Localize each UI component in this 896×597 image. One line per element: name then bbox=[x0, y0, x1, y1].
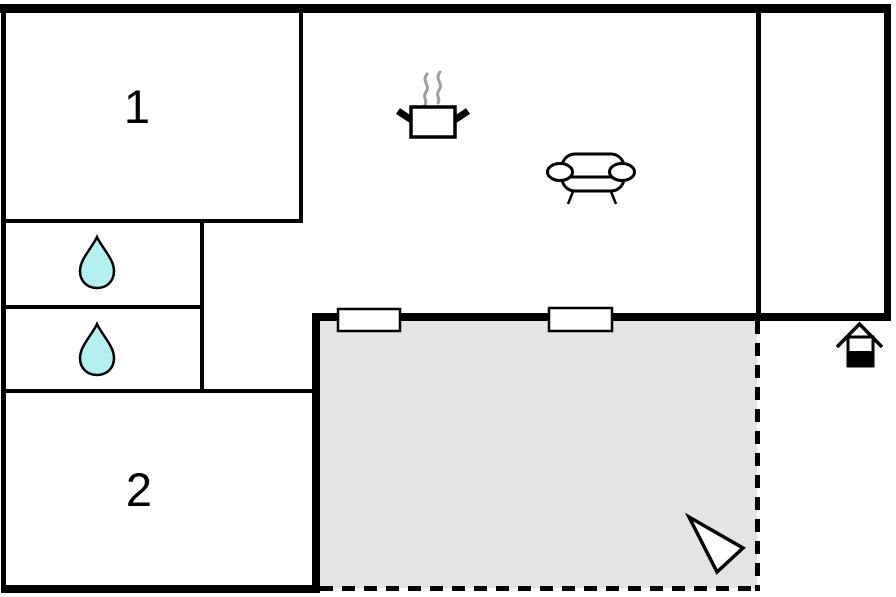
window-icon bbox=[336, 307, 402, 333]
water-drops bbox=[78, 233, 116, 377]
room-1-label: 1 bbox=[124, 80, 150, 133]
entrance-house-door bbox=[848, 351, 873, 366]
sofa-icon bbox=[546, 152, 636, 205]
entrance-house-roof bbox=[835, 321, 884, 349]
wall-bottom-room-2 bbox=[1, 585, 320, 593]
sofa-armrest-left bbox=[546, 162, 574, 182]
wall-terrace-left bbox=[312, 313, 320, 593]
sofa-armrest-right bbox=[608, 162, 636, 182]
steam-line bbox=[423, 72, 429, 107]
wall-interior-right-room bbox=[756, 13, 761, 316]
water-drop-icon bbox=[78, 320, 116, 377]
wall-bathroom-divider bbox=[1, 305, 204, 309]
wall-left bbox=[1, 4, 6, 593]
wall-room-1-bottom bbox=[1, 219, 303, 223]
steam-line bbox=[436, 70, 442, 105]
wall-bathroom-right bbox=[200, 219, 204, 393]
north-arrow-icon bbox=[684, 512, 746, 575]
steam-icon bbox=[423, 70, 442, 107]
window-icon bbox=[547, 306, 614, 333]
cooking-pot-icon bbox=[396, 70, 470, 139]
windows bbox=[336, 306, 614, 333]
wall-top bbox=[0, 4, 891, 13]
wall-room-1-right bbox=[299, 13, 303, 219]
room-2-label: 2 bbox=[126, 463, 152, 516]
water-drop-icon bbox=[78, 233, 116, 290]
wall-room-2-top bbox=[1, 389, 312, 393]
terrace-dashed-boundary bbox=[320, 321, 760, 591]
pot-body bbox=[409, 105, 457, 139]
terrace-area bbox=[320, 321, 757, 588]
wall-right bbox=[884, 4, 891, 321]
entrance-house-icon bbox=[835, 321, 884, 368]
